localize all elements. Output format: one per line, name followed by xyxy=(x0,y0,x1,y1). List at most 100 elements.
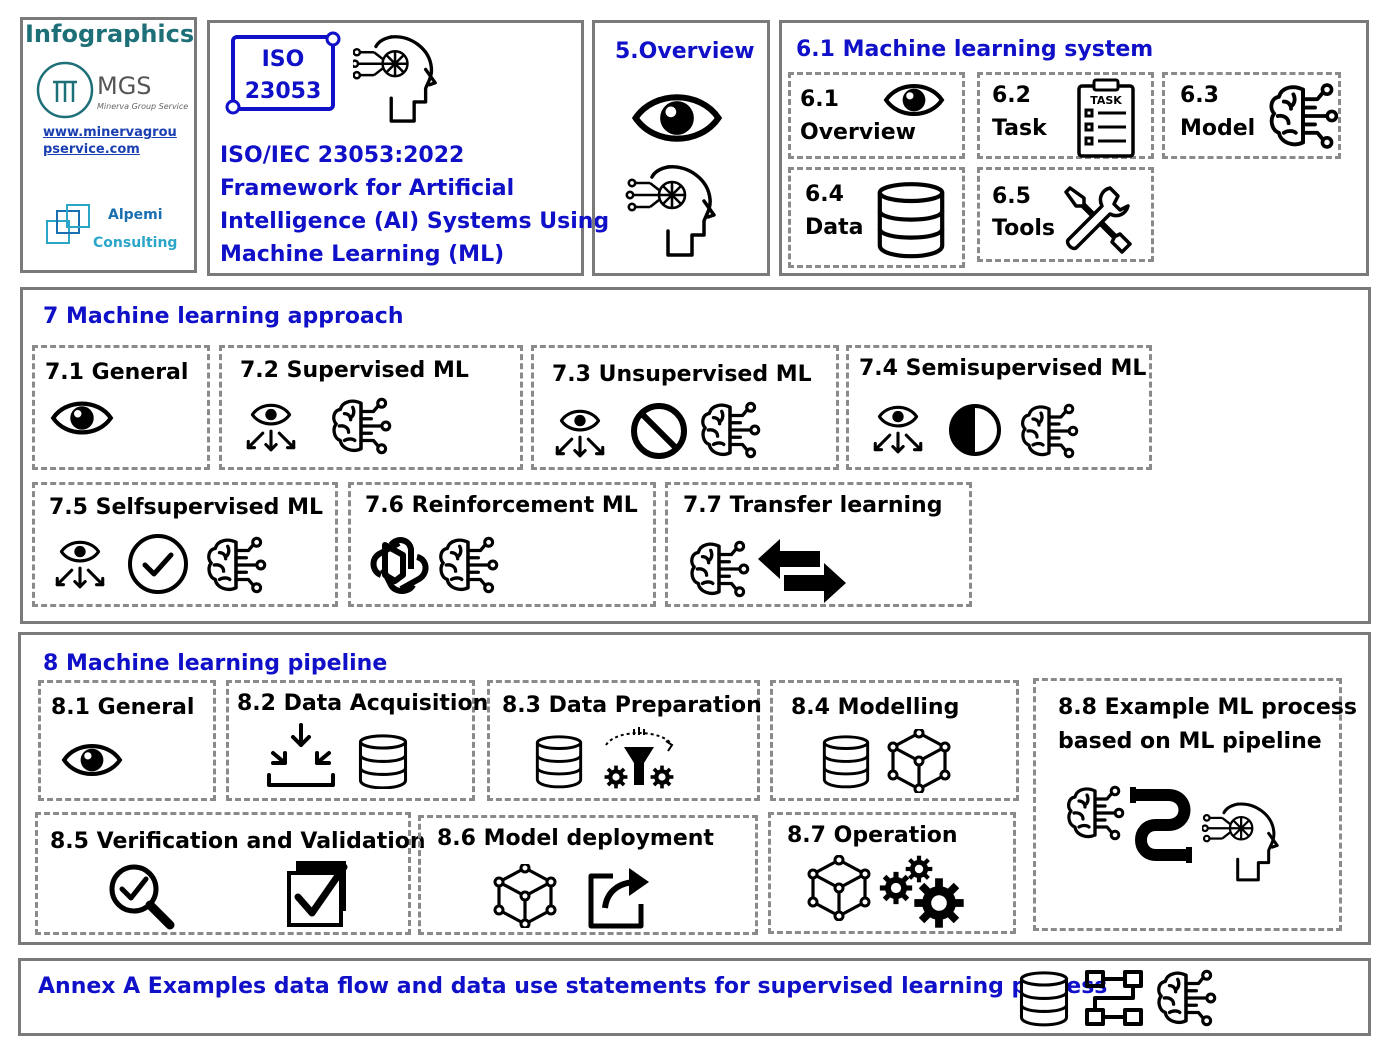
approach-item-transfer: 7.7 Transfer learning xyxy=(665,482,972,607)
pipeline-title: 8 Machine learning pipeline xyxy=(43,651,388,676)
approach-title: 7 Machine learning approach xyxy=(43,304,404,329)
annex-box: Annex A Examples data flow and data use … xyxy=(18,958,1371,1036)
item-label: 7.1 General xyxy=(45,360,189,385)
item-label: 8.7 Operation xyxy=(787,823,958,848)
approach-item-general: 7.1 General xyxy=(32,345,210,470)
website-link-line1[interactable]: www.minervagrou xyxy=(43,125,177,140)
item-label: 7.3 Unsupervised ML xyxy=(552,362,812,387)
item-label: 7.2 Supervised ML xyxy=(240,358,469,383)
logo-box: Infographics MGS Minerva Group Service w… xyxy=(20,17,197,273)
brain-circuit-icon xyxy=(1064,785,1126,841)
approach-item-selfsupervised: 7.5 Selfsupervised ML xyxy=(32,482,338,607)
item-label: 8.1 General xyxy=(51,695,195,720)
item-label: 7.6 Reinforcement ML xyxy=(365,493,638,518)
item-label: 8.5 Verification and Validation xyxy=(50,829,426,854)
approach-item-unsupervised: 7.3 Unsupervised ML xyxy=(531,345,839,470)
pipeline-item-data-preparation: 8.3 Data Preparation xyxy=(487,680,762,801)
item-label: 7.5 Selfsupervised ML xyxy=(49,495,324,520)
item-label: 8.3 Data Preparation xyxy=(502,693,762,718)
pipeline-item-verification: 8.5 Verification and Validation xyxy=(35,812,426,935)
item-label: Data xyxy=(805,215,864,240)
database-icon xyxy=(534,733,584,789)
pipeline-item-data-acquisition: 8.2 Data Acquisition xyxy=(226,680,488,801)
iso-title-line4: Machine Learning (ML) xyxy=(220,242,505,267)
pipeline-item-operation: 8.7 Operation xyxy=(768,812,1016,934)
half-circle-icon xyxy=(949,404,1001,456)
iso-badge-line2: 23053 xyxy=(244,79,322,104)
alpemi-consulting: Consulting xyxy=(93,235,178,251)
item-label: 8.2 Data Acquisition xyxy=(237,691,489,716)
swap-arrows-icon xyxy=(758,539,846,603)
item-label: Model xyxy=(1180,116,1256,141)
alpemi-logo-icon xyxy=(46,204,90,244)
pipeline-item-example-process: 8.8 Example ML process based on ML pipel… xyxy=(1033,678,1357,931)
eye-icon xyxy=(50,396,114,440)
item-label: Overview xyxy=(800,120,916,145)
brain-circuit-icon xyxy=(699,400,761,460)
cube-icon xyxy=(887,729,951,793)
iso-title-line2: Framework for Artificial xyxy=(220,176,515,201)
iso-title-line1: ISO/IEC 23053:2022 xyxy=(220,143,465,168)
data-flow-icon xyxy=(1085,970,1143,1026)
eye-arrows-icon xyxy=(49,537,111,591)
brain-circuit-icon xyxy=(1155,969,1217,1027)
ml-system-title: 6.1 Machine learning system xyxy=(796,37,1154,62)
check-magnifier-icon xyxy=(109,864,175,930)
infographics-title: Infographics xyxy=(25,20,195,48)
approach-item-supervised: 7.2 Supervised ML xyxy=(219,345,523,470)
brain-circuit-icon xyxy=(205,535,267,595)
item-number: 6.3 xyxy=(1180,83,1219,108)
filter-gears-icon xyxy=(604,727,674,789)
database-icon xyxy=(357,733,409,789)
item-number: 6.5 xyxy=(992,184,1031,209)
iso-box: ISO 23053 ISO/IEC 23053:2022 Framework f… xyxy=(207,20,609,276)
database-icon xyxy=(875,178,947,260)
eye-arrows-icon xyxy=(549,406,611,460)
prohibited-icon xyxy=(631,403,687,459)
iso-title: ISO/IEC 23053:2022 Framework for Artific… xyxy=(220,139,609,271)
item-number: 6.1 xyxy=(800,87,839,112)
item-label: 8.4 Modelling xyxy=(791,695,960,720)
ml-system-item-data: 6.4 Data xyxy=(788,167,965,268)
item-label-line2: based on ML pipeline xyxy=(1058,729,1322,754)
database-icon xyxy=(1018,969,1070,1027)
ml-system-item-overview: 6.1 Overview xyxy=(788,72,965,159)
item-label: 7.7 Transfer learning xyxy=(683,493,943,518)
cube-icon xyxy=(493,864,557,928)
check-circle-icon xyxy=(128,534,188,594)
website-link[interactable]: www.minervagrou pservice.com xyxy=(43,124,177,158)
cube-icon xyxy=(807,855,871,921)
website-link-line2[interactable]: pservice.com xyxy=(43,142,140,157)
openai-knot-icon xyxy=(370,537,429,594)
ml-system-item-task: 6.2 Task TASK xyxy=(977,72,1154,159)
ml-system-box: 6.1 Machine learning system xyxy=(779,20,1369,276)
item-label: 7.4 Semisupervised ML xyxy=(859,356,1147,381)
item-label: Tools xyxy=(992,216,1055,241)
pipeline-box: 8 Machine learning pipeline xyxy=(18,632,1371,945)
annex-title: Annex A Examples data flow and data use … xyxy=(38,974,1108,999)
iso-badge: ISO 23053 xyxy=(223,31,341,115)
item-number: 6.2 xyxy=(992,83,1031,108)
alpemi-name: Alpemi xyxy=(108,207,163,223)
approach-item-reinforcement: 7.6 Reinforcement ML xyxy=(348,482,656,607)
approach-box: 7 Machine learning approach xyxy=(20,287,1371,624)
overview-box: 5.Overview xyxy=(592,20,770,276)
eye-arrows-icon xyxy=(240,400,302,454)
checkbox-icon xyxy=(287,861,348,927)
pipeline-item-general: 8.1 General xyxy=(38,680,216,801)
pipeline-item-modelling: 8.4 Modelling xyxy=(770,680,1019,801)
task-clipboard-icon: TASK xyxy=(1077,78,1135,158)
mgs-logo-subtitle: Minerva Group Service xyxy=(97,102,189,111)
database-icon xyxy=(821,733,871,789)
pipeline-item-deployment: 8.6 Model deployment xyxy=(418,815,758,935)
mgs-logo-icon xyxy=(36,61,94,119)
item-label: Task xyxy=(992,116,1047,141)
item-label: 8.6 Model deployment xyxy=(437,826,714,851)
iso-title-line3: Intelligence (AI) Systems Using xyxy=(220,209,610,234)
pipe-icon xyxy=(1130,787,1192,863)
iso-badge-line1: ISO xyxy=(261,47,305,72)
mgs-logo-text: MGS xyxy=(97,72,152,100)
brain-circuit-icon xyxy=(437,535,499,595)
tools-icon xyxy=(1064,186,1132,254)
eye-arrows-icon xyxy=(867,402,929,456)
